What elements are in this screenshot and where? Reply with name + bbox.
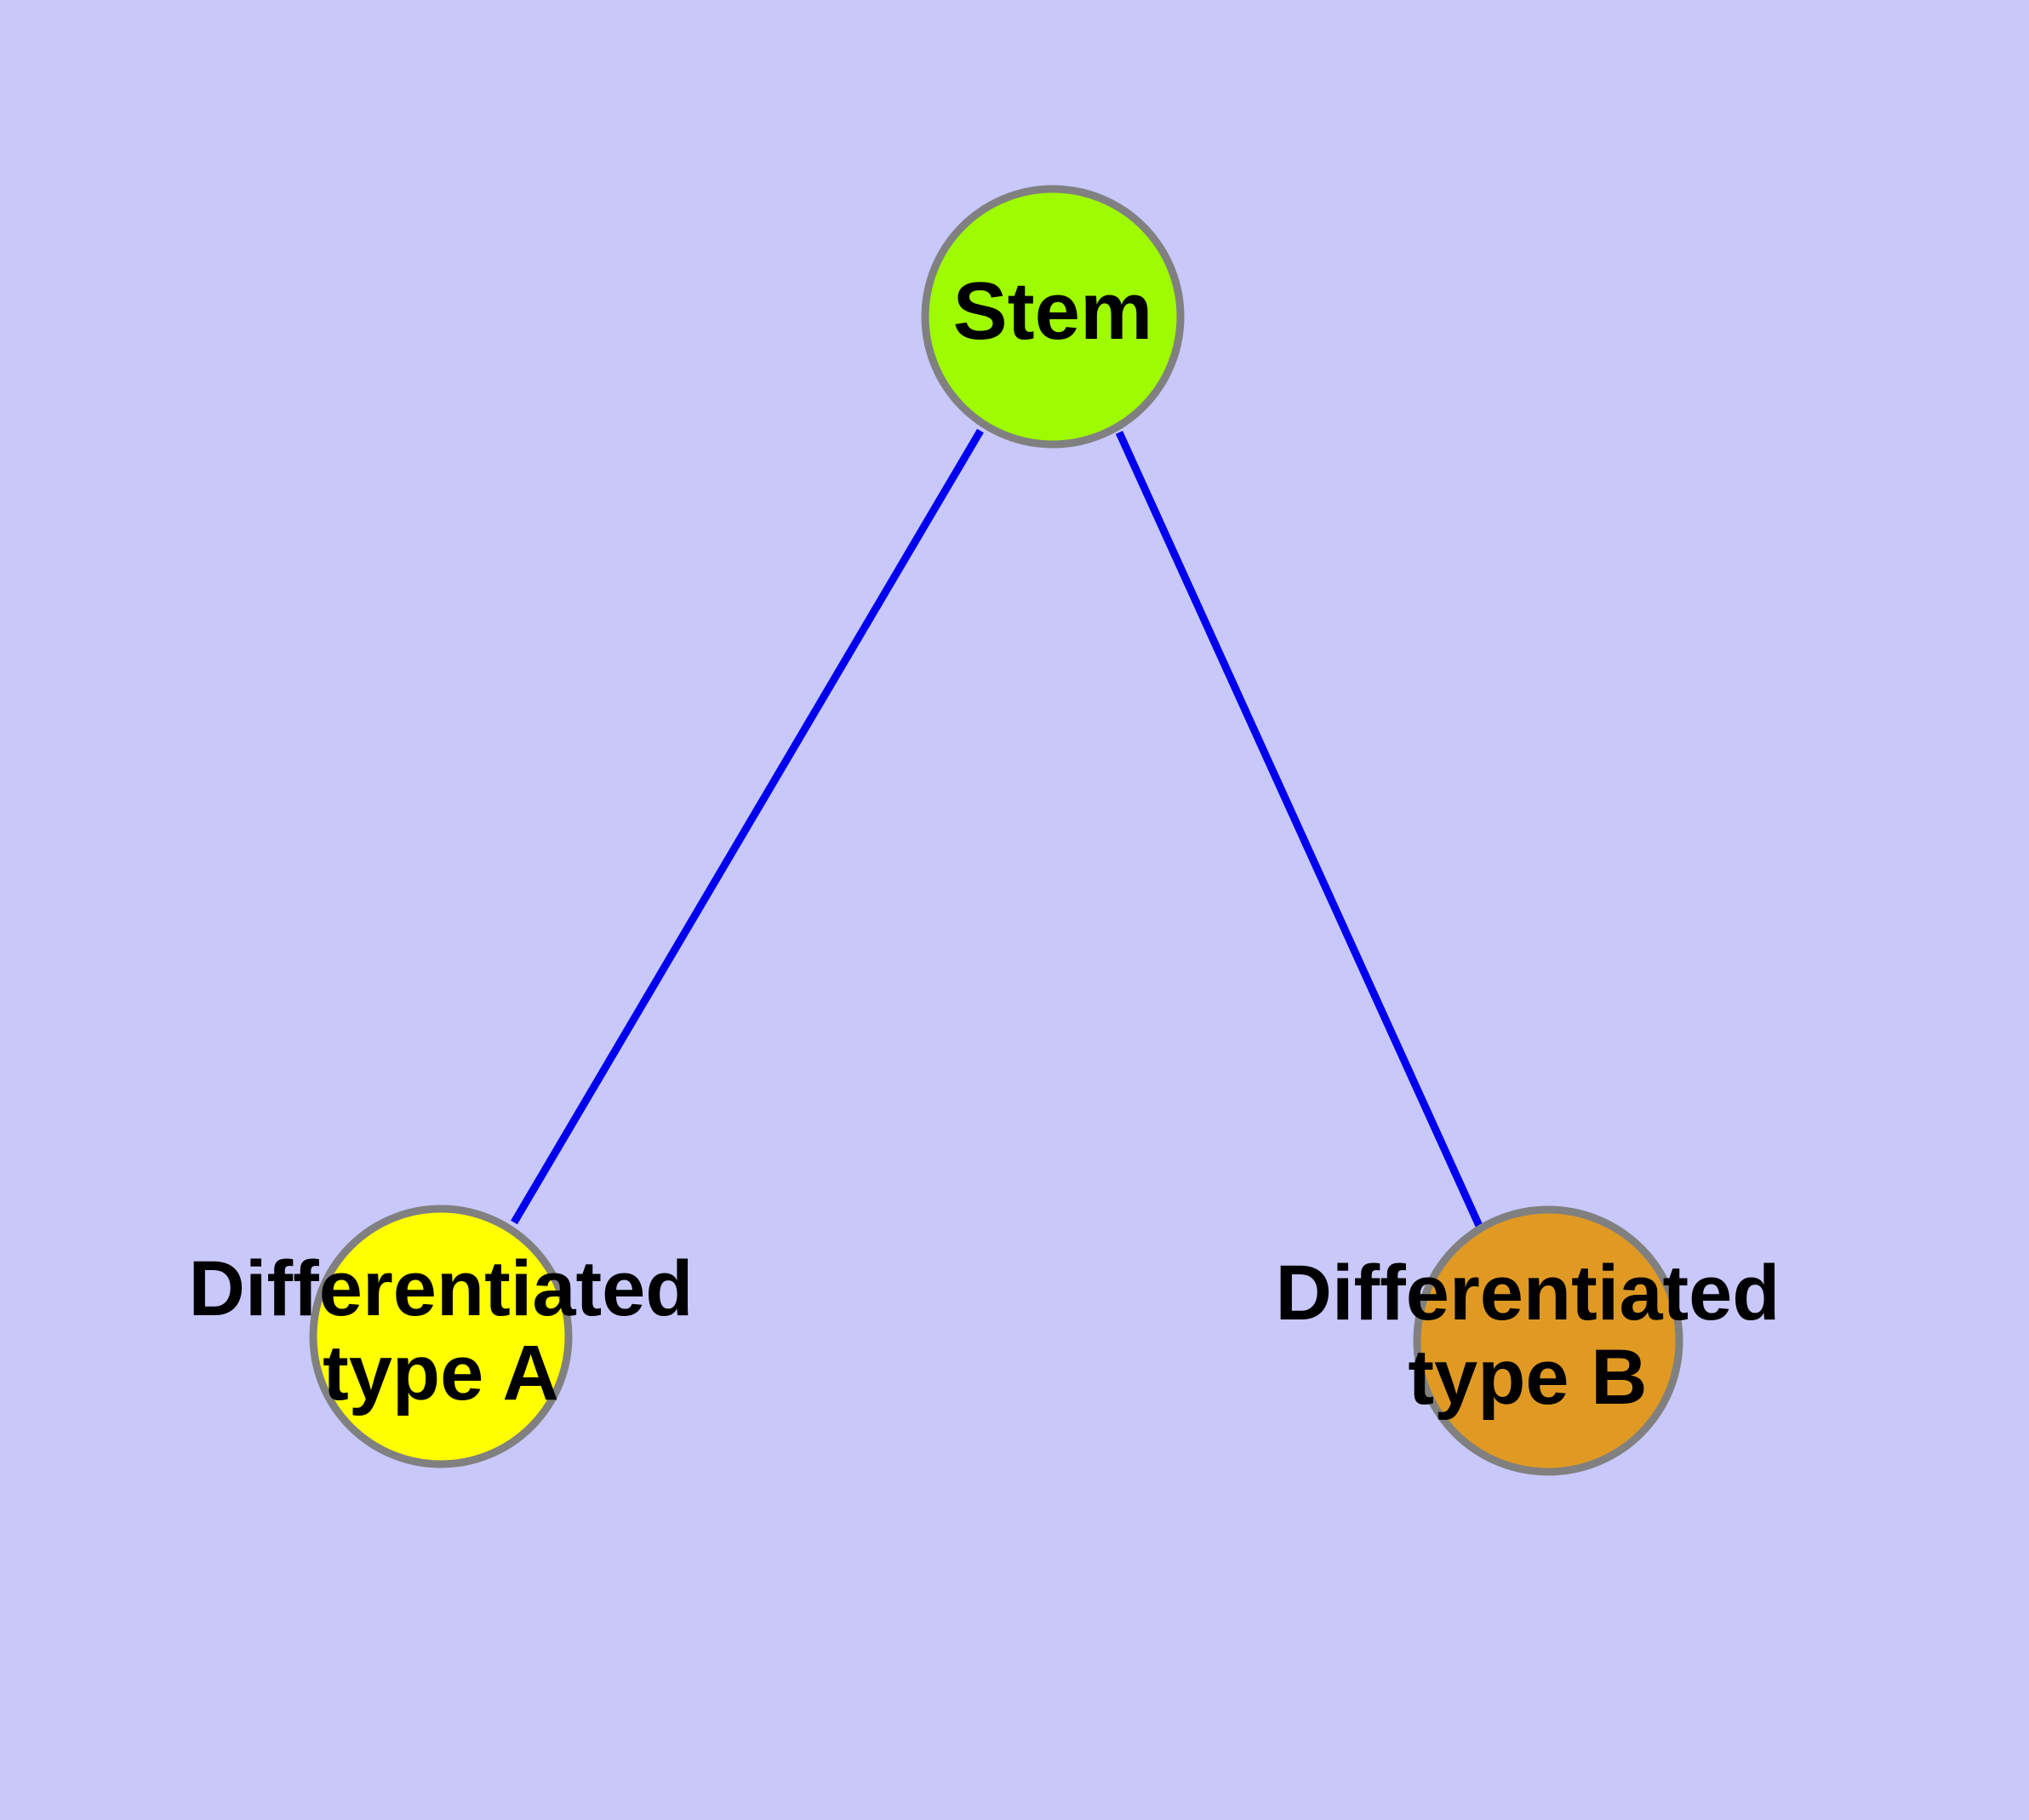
- edge-layer: [511, 428, 1483, 1228]
- edge-stem-to-diff-b[interactable]: [1115, 431, 1483, 1228]
- node-diff-a-circle[interactable]: [309, 1205, 573, 1468]
- node-layer: [309, 185, 1683, 1476]
- node-diff-b-circle[interactable]: [1413, 1205, 1683, 1476]
- node-stem-circle[interactable]: [921, 185, 1185, 449]
- edge-stem-to-diff-a[interactable]: [511, 428, 984, 1225]
